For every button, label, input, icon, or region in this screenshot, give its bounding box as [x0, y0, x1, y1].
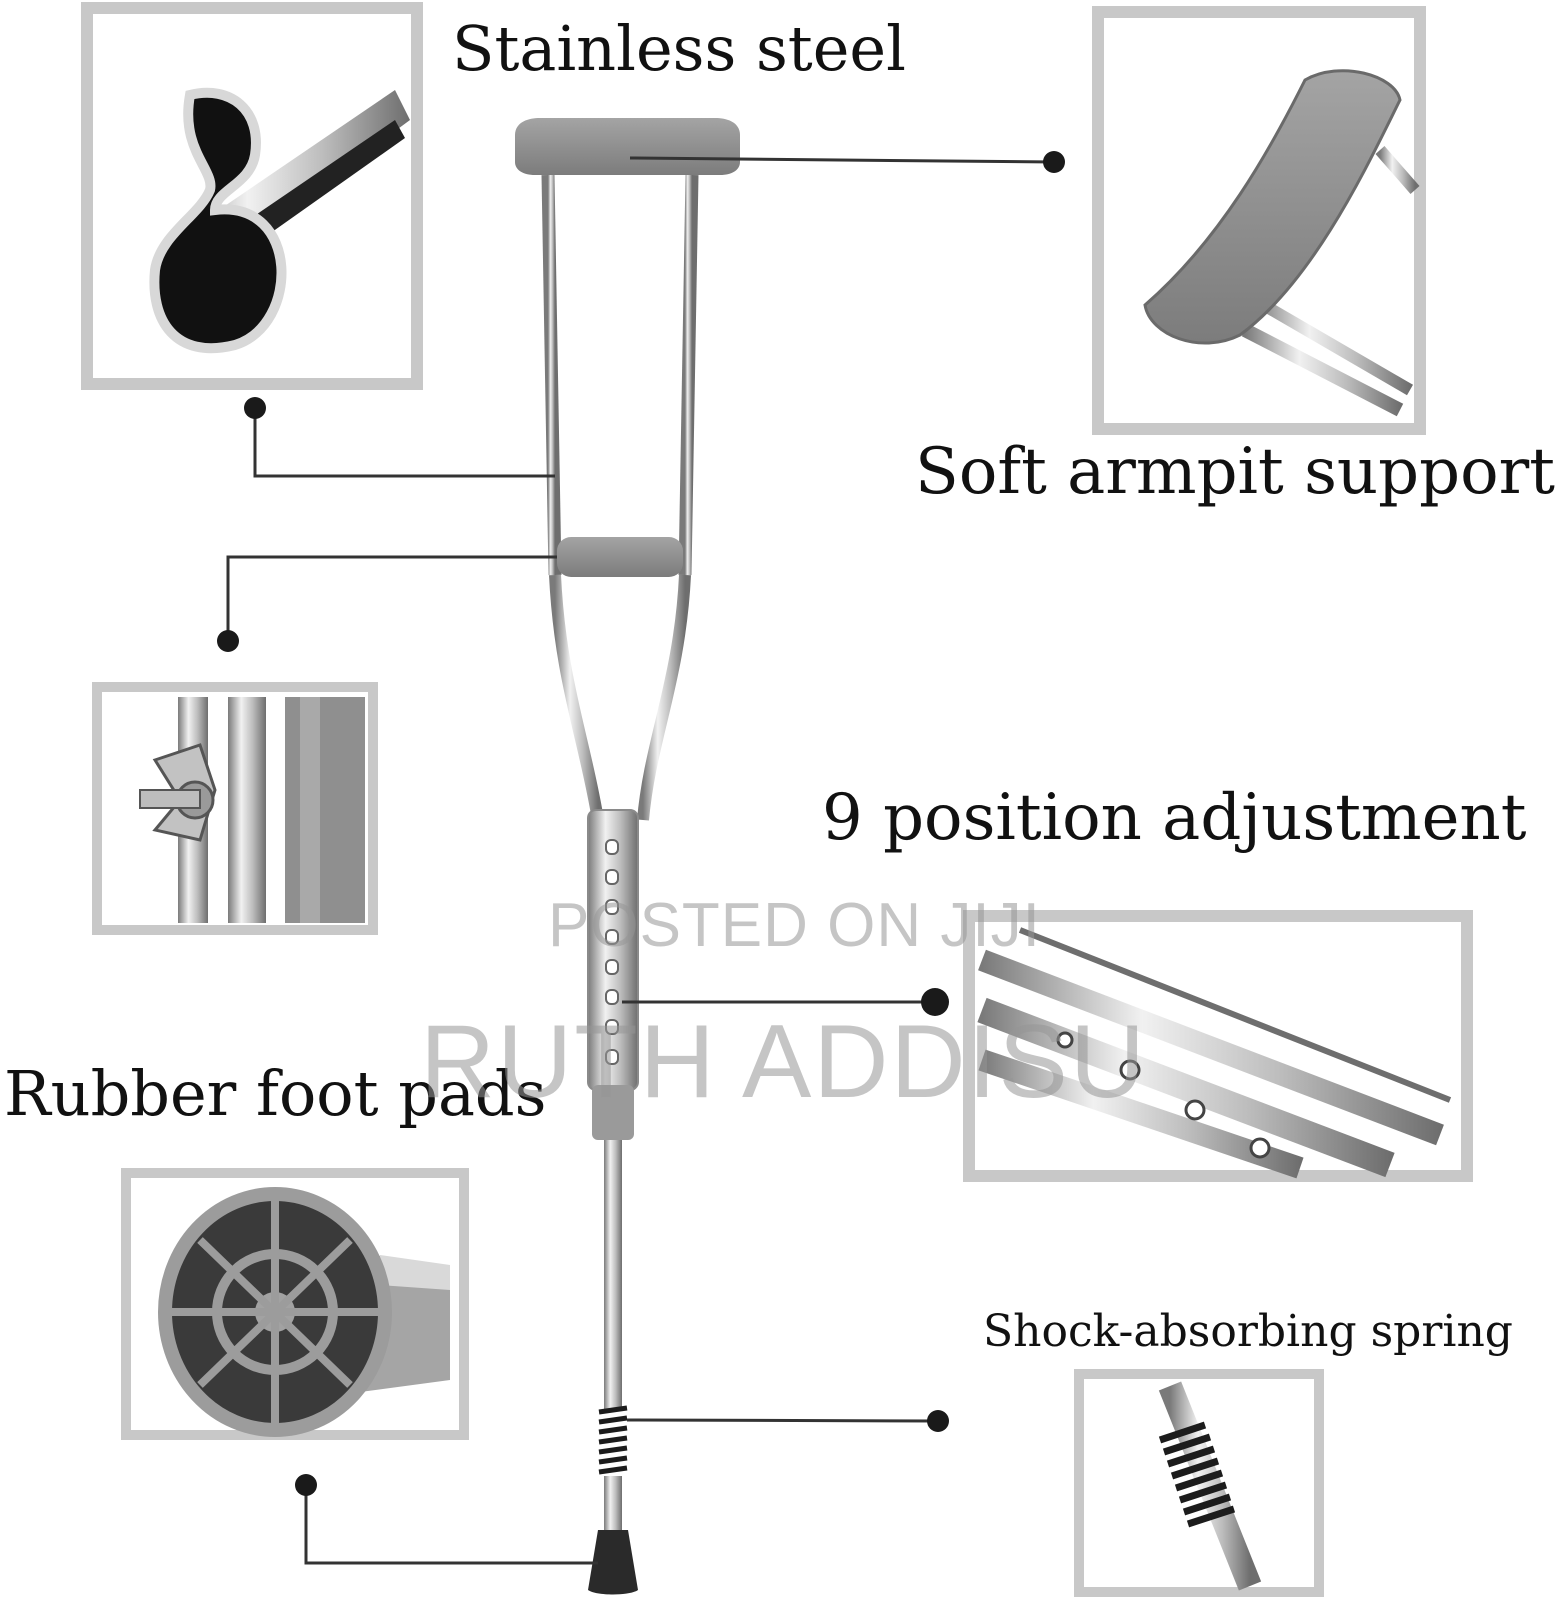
tube-cross-section-icon — [149, 87, 410, 354]
inset-tube-cross-section — [81, 2, 423, 390]
crutch-lower-leg — [604, 1140, 622, 1410]
label-rubber-foot-pads: Rubber foot pads — [4, 1057, 547, 1130]
crutch-hand-grip — [557, 537, 683, 577]
inset-spring — [1074, 1369, 1324, 1597]
watermark-seller-name: RUTH ADDISU — [420, 1004, 1147, 1120]
inset-rubber-foot — [121, 1168, 469, 1440]
crutch-foot-tip — [588, 1530, 638, 1595]
armpit-pad-icon — [1143, 69, 1420, 417]
adjustment-holes-icon — [977, 927, 1452, 1179]
crutch-armpit-pad — [515, 118, 740, 175]
crutch — [515, 118, 740, 1595]
label-position-adjustment: 9 position adjustment — [822, 781, 1527, 855]
label-soft-armpit-support: Soft armpit support — [915, 435, 1555, 509]
rubber-foot-tip-icon — [158, 1187, 450, 1437]
spring-icon — [1158, 1381, 1262, 1591]
crutch-spring — [598, 1405, 628, 1475]
inset-adjustment-holes — [963, 910, 1473, 1182]
inset-wing-nut — [92, 682, 378, 935]
wing-nut-icon — [139, 697, 365, 923]
callout-dots — [217, 151, 1065, 1496]
watermark-posted-on: POSTED ON JIJI — [548, 891, 1041, 960]
label-shock-absorbing-spring: Shock-absorbing spring — [983, 1306, 1513, 1357]
callout-lines — [226, 156, 1055, 1565]
inset-armpit-pad — [1092, 6, 1426, 435]
label-stainless-steel: Stainless steel — [452, 12, 906, 85]
